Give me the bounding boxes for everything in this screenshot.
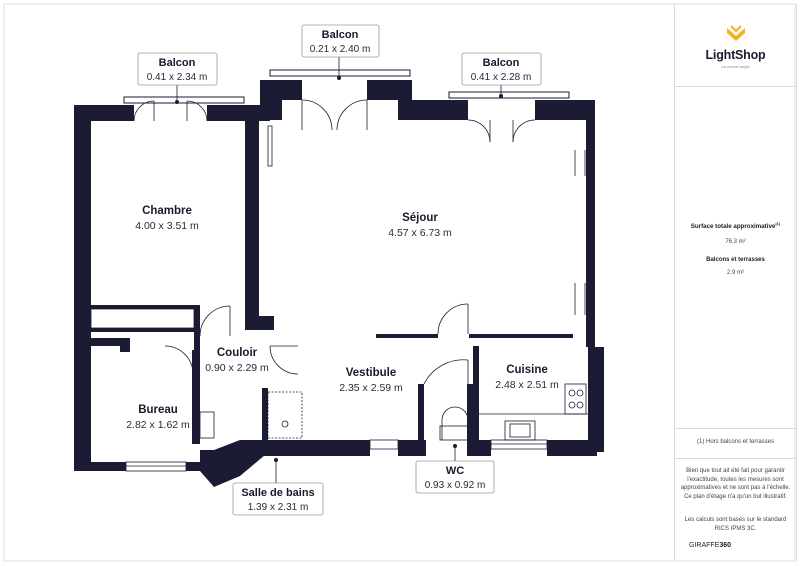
callout-wc-name: WC [446,465,464,477]
room-name-cuisine: Cuisine [506,364,548,376]
footer-brand-a: GIRAFFE [689,542,720,549]
lightshop-logo-icon [727,25,745,41]
balcony-surface-label: Balcons et terrasses [706,257,765,263]
room-dims-couloir: 0.90 x 2.29 m [205,362,269,374]
callout-balcon-2: Balcon 0.21 x 2.40 m [301,24,380,80]
brand-name: LightShop [705,48,766,62]
room-labels: Chambre 4.00 x 3.51 m Séjour 4.57 x 6.73… [126,205,559,431]
fixtures [199,383,588,441]
room-name-chambre: Chambre [142,205,192,217]
callout-balcon-1-name: Balcon [159,57,196,69]
page-frame [3,3,796,562]
callout-balcon-3-dims: 0.41 x 2.28 m [471,72,532,83]
total-surface-label-text: Surface totale approximative [690,223,776,231]
callout-balcon-2-dims: 0.21 x 2.40 m [310,44,371,55]
room-dims-chambre: 4.00 x 3.51 m [135,220,199,232]
footer-brand: GIRAFFE360 [689,542,731,549]
disclaimer: Bien que tout ait été fait pour garantir… [680,468,791,501]
room-name-couloir: Couloir [217,347,258,359]
total-surface-label: Surface totale approximative(1) [679,221,792,232]
total-surface-sup: (1) [775,221,781,226]
brand-tagline: un nouvel angle [721,64,750,69]
sidebar-divider [675,428,796,429]
callout-sdb-dims: 1.39 x 2.31 m [248,502,309,513]
callout-sdb: Salle de bains 1.39 x 2.31 m [232,458,324,516]
callout-wc-dims: 0.93 x 0.92 m [425,480,486,491]
callout-sdb-name: Salle de bains [241,487,314,499]
room-name-bureau: Bureau [138,404,178,416]
room-dims-sejour: 4.57 x 6.73 m [388,227,452,239]
callout-balcon-1: Balcon 0.41 x 2.34 m [137,52,218,104]
room-dims-cuisine: 2.48 x 2.51 m [495,379,559,391]
sidebar-divider [675,86,796,87]
footnote: (1) Hors balcons et terrasses [696,439,775,445]
standard-note: Les calculs sont basés sur le standard R… [684,517,787,532]
balcony-surface-value: 2.9 m² [726,270,744,276]
balcony-railings [123,69,570,104]
doors [90,99,586,472]
footer-brand-b: 360 [719,542,732,549]
sidebar-divider [675,458,796,459]
total-surface-value: 76.3 m² [725,239,746,245]
room-dims-bureau: 2.82 x 1.62 m [126,419,190,431]
room-name-vestibule: Vestibule [346,367,397,379]
room-dims-vestibule: 2.35 x 2.59 m [339,382,403,394]
callout-balcon-3: Balcon 0.41 x 2.28 m [461,52,542,98]
info-sidebar: LightShop un nouvel angle Surface totale… [674,4,797,561]
walls [74,80,604,487]
callout-balcon-3-name: Balcon [483,57,520,69]
callouts: Balcon 0.41 x 2.34 m Balcon 0.21 x 2.40 … [137,24,542,516]
room-name-sejour: Séjour [402,212,438,224]
callout-balcon-2-name: Balcon [322,29,359,41]
callout-balcon-1-dims: 0.41 x 2.34 m [147,72,208,83]
callout-wc: WC 0.93 x 0.92 m [415,444,495,494]
